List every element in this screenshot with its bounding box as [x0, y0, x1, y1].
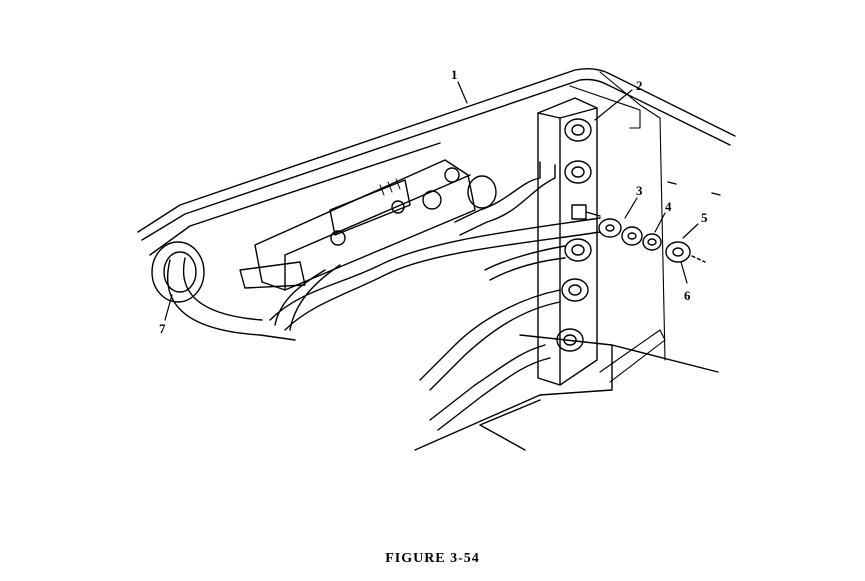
callout-4: 4	[665, 199, 672, 214]
exploded-hardware	[598, 181, 721, 263]
grommet	[151, 175, 497, 303]
washer	[621, 226, 643, 246]
callout-2: 2	[636, 78, 643, 93]
lug-terminal	[598, 218, 622, 238]
leader-lines	[164, 81, 699, 321]
callout-7: 7	[159, 321, 166, 336]
terminal-nut-5	[556, 328, 584, 352]
terminal-nut-1	[564, 118, 592, 142]
callout-6: 6	[684, 288, 691, 303]
callout-1: 1	[451, 67, 458, 82]
leader-4	[654, 212, 666, 233]
terminal-nuts	[556, 118, 601, 352]
terminal-nut-3	[564, 238, 592, 262]
leader-5	[682, 223, 699, 239]
terminal-nut-2	[564, 160, 592, 184]
leader-3	[624, 197, 638, 219]
lock-washer	[642, 233, 662, 251]
leader-6	[680, 261, 688, 284]
callout-3: 3	[636, 183, 643, 198]
figure-caption: FIGURE 3-54	[385, 551, 480, 566]
terminal-nut-4	[561, 278, 589, 302]
terminal-stud	[571, 204, 601, 220]
relay-box	[254, 159, 476, 291]
housing-outline	[137, 67, 736, 451]
leader-7	[164, 294, 173, 321]
terminal-bus-bar	[537, 97, 598, 386]
cables	[166, 161, 601, 431]
leader-2	[594, 89, 633, 121]
leader-1	[457, 81, 468, 104]
hex-nut	[665, 241, 691, 263]
callout-5: 5	[701, 210, 708, 225]
